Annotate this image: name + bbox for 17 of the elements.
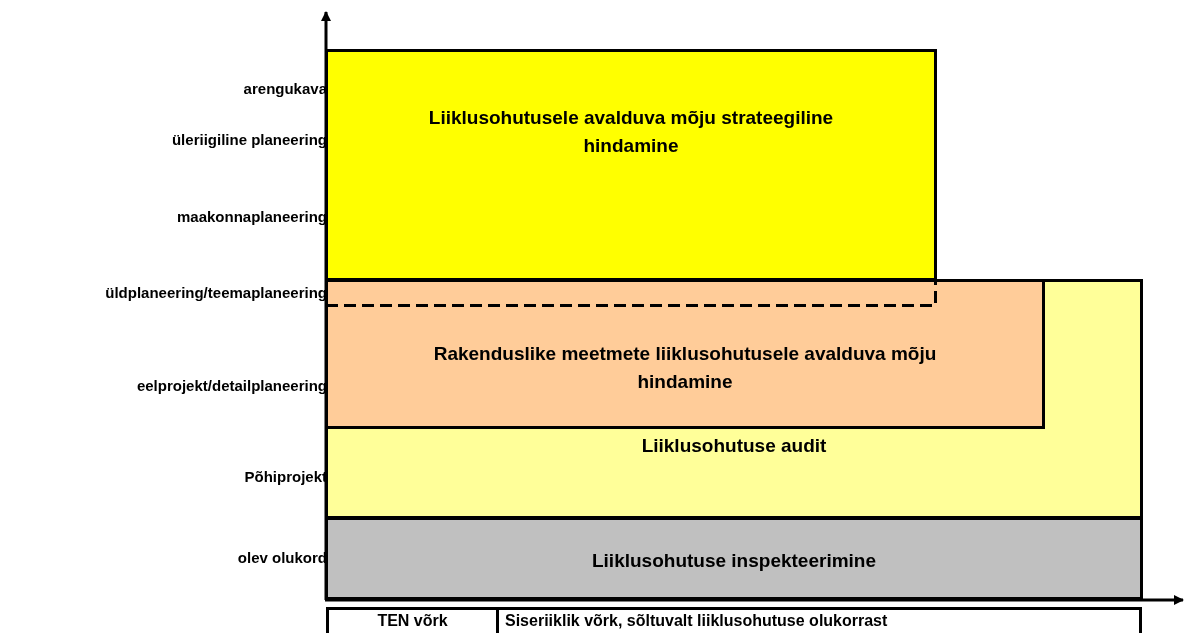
axis-label: Põhiprojekt — [244, 468, 327, 486]
box-title: Rakenduslike meetmete liiklusohutusele avalduva mõju hindamine — [432, 342, 938, 394]
axis-label: maakonnaplaneering — [176, 208, 327, 226]
box-title: Liiklusohutuse audit — [640, 434, 828, 458]
process-box — [325, 517, 1143, 600]
axis-label: eelprojekt/detailplaneering — [136, 377, 327, 395]
axis-label: üldplaneering/teemaplaneering — [105, 284, 327, 302]
table-cell: TEN võrk — [329, 610, 499, 633]
box-title: Liiklusohutusele avalduva mõju strateegiline hindamine — [427, 106, 835, 158]
process-box — [325, 49, 937, 281]
axis-label: olev olukord — [237, 549, 327, 567]
box-title: Liiklusohutuse inspekteerimine — [591, 549, 877, 573]
process-box — [325, 279, 1045, 429]
axis-label: arengukava — [243, 80, 327, 98]
axis-label: üleriigiline planeering — [171, 131, 327, 149]
table-cell-text: Siseriiklik võrk, sõltuvalt liiklusohutuse olukorrast — [504, 611, 889, 631]
process-box — [325, 279, 1143, 519]
